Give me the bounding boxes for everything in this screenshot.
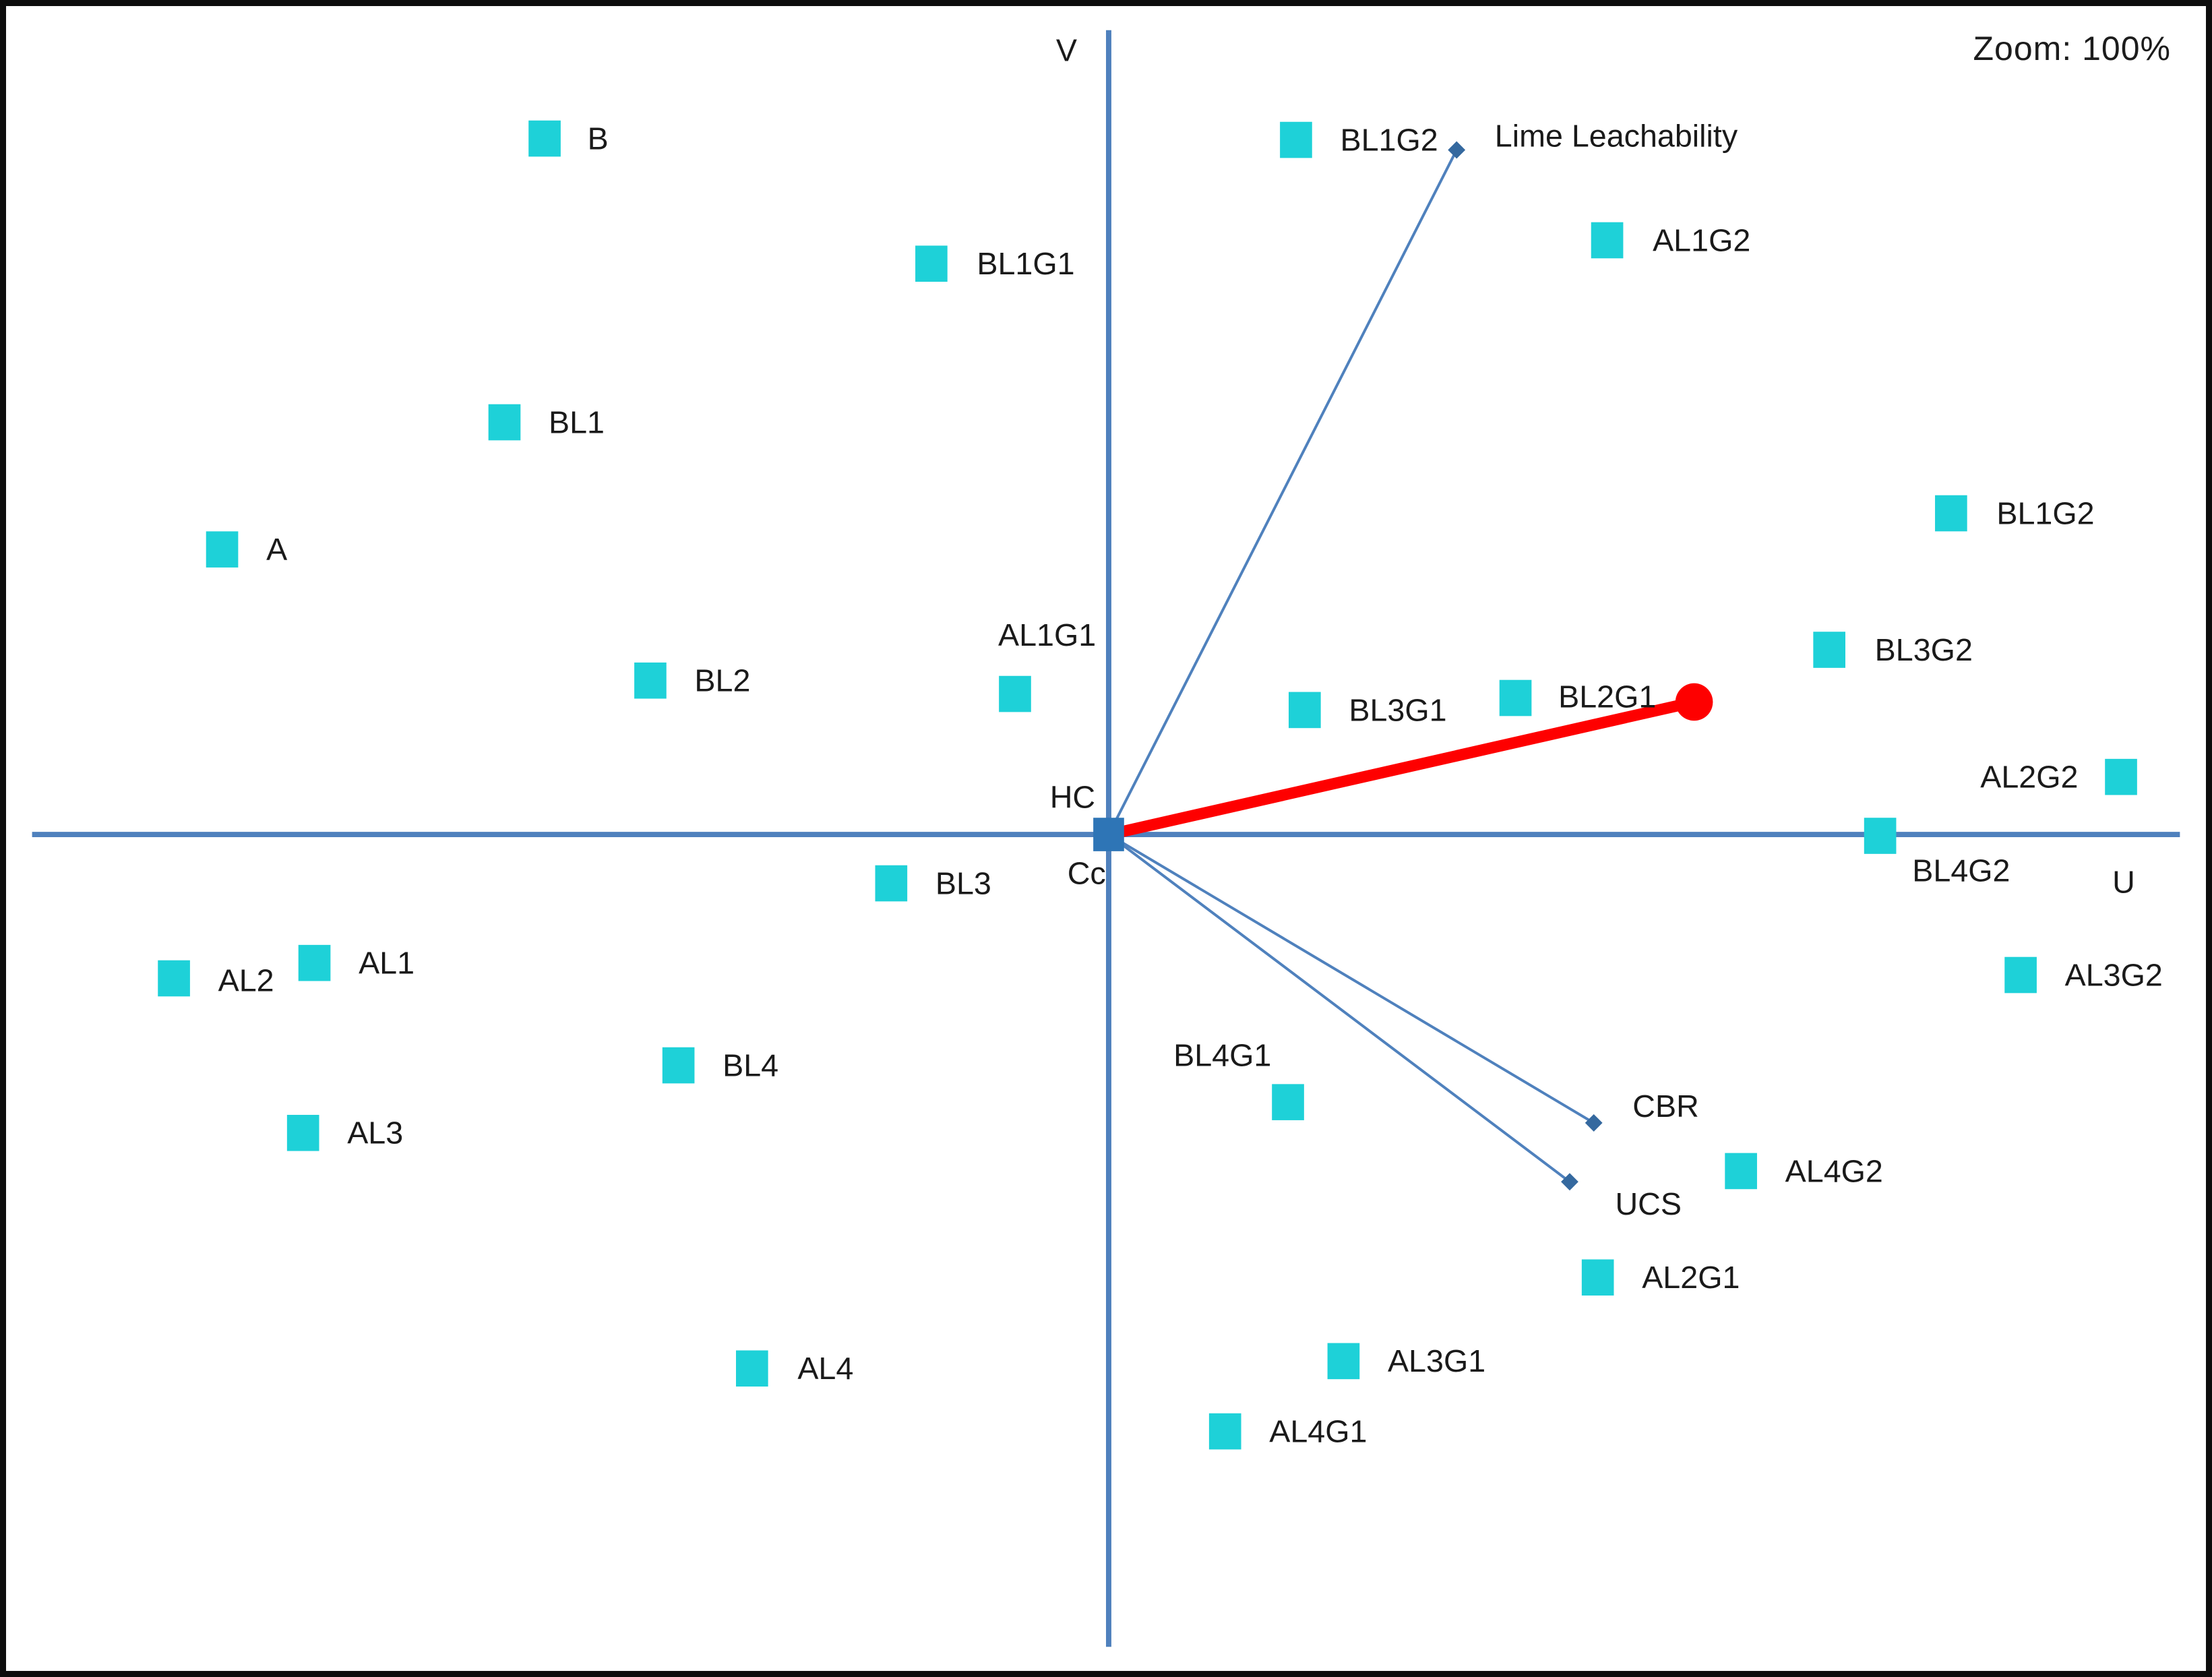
sample-label-AL4G1: AL4G1 [1269, 1413, 1367, 1449]
origin-label-below: Cc [1068, 856, 1106, 891]
sample-label-BL2: BL2 [694, 663, 750, 698]
sample-marker-AL2G2 [2105, 758, 2137, 795]
sample-label-AL3: AL3 [347, 1116, 403, 1151]
sample-marker-AL2 [158, 960, 190, 997]
sample-label-BL4: BL4 [723, 1047, 778, 1083]
sample-label-BL1G1: BL1G1 [977, 246, 1074, 281]
sample-marker-AL4G2 [1725, 1153, 1757, 1190]
sample-marker-BL1G2 [1280, 121, 1312, 158]
sample-marker-AL3 [286, 1115, 319, 1151]
sample-marker-BL4 [662, 1047, 695, 1084]
y-axis-label: V [1056, 32, 1077, 67]
sample-marker-AL4 [736, 1350, 768, 1387]
sample-marker-AL4G1 [1208, 1413, 1241, 1450]
sample-label-B: B [588, 121, 609, 156]
sample-marker-AL1G2 [1591, 222, 1624, 259]
loading-vector-tip-marker [1448, 141, 1466, 159]
sample-label-BL4G2: BL4G2 [1912, 853, 2010, 888]
loading-vector-line [1107, 833, 1571, 1183]
sample-label-AL2: AL2 [218, 963, 274, 998]
sample-marker-BL3G2 [1813, 632, 1846, 668]
loading-vector-line [1107, 149, 1458, 835]
sample-label-A: A [266, 532, 288, 567]
loading-vector-tip-marker [1585, 1114, 1603, 1132]
sample-marker-BL2G1 [1499, 679, 1532, 716]
x-axis-label: U [2112, 864, 2135, 899]
sample-label-BL3G2: BL3G2 [1875, 632, 1973, 667]
zoom-status-label: Zoom: 100% [1973, 30, 2171, 67]
sample-marker-AL3G1 [1327, 1343, 1360, 1380]
loading-vector-label: CBR [1632, 1089, 1698, 1124]
sample-label-AL4G2: AL4G2 [1785, 1153, 1883, 1188]
sample-marker-A [206, 531, 239, 568]
sample-marker-BL1G2 [1935, 495, 1967, 532]
origin-marker [1093, 818, 1124, 851]
sample-marker-BL1G1 [915, 245, 948, 282]
sample-label-BL1: BL1 [549, 404, 605, 439]
sample-label-AL2G1: AL2G1 [1642, 1260, 1740, 1295]
trend-vector-end-dot [1675, 683, 1713, 721]
sample-marker-BL4G2 [1864, 818, 1897, 854]
origin-label-above: HC [1050, 779, 1095, 814]
sample-label-AL3G2: AL3G2 [2065, 957, 2163, 992]
trend-vector-line [1114, 696, 1696, 839]
loading-vector-label: Lime Leachability [1495, 118, 1738, 153]
sample-marker-AL1G1 [999, 675, 1031, 712]
sample-label-AL1: AL1 [359, 946, 414, 981]
sample-marker-BL1 [488, 404, 521, 441]
loading-vector-line [1107, 833, 1595, 1124]
sample-marker-AL3G2 [2004, 956, 2037, 994]
sample-label-AL2G2: AL2G2 [1980, 760, 2078, 795]
sample-marker-B [528, 120, 561, 157]
sample-marker-BL3 [875, 865, 908, 902]
sample-label-BL1G2: BL1G2 [1996, 495, 2094, 530]
sample-label-BL3G1: BL3G1 [1349, 692, 1446, 727]
sample-label-BL2G1: BL2G1 [1558, 679, 1656, 714]
sample-marker-BL3G1 [1289, 692, 1321, 729]
sample-label-AL1G1: AL1G1 [998, 617, 1096, 652]
sample-label-AL1G2: AL1G2 [1653, 222, 1750, 257]
sample-marker-AL1 [298, 944, 331, 981]
sample-label-AL4: AL4 [797, 1351, 853, 1386]
sample-marker-BL4G1 [1272, 1084, 1304, 1120]
sample-marker-BL2 [634, 662, 667, 699]
loading-vector-label: UCS [1615, 1186, 1681, 1221]
sample-marker-AL2G1 [1581, 1259, 1614, 1296]
sample-label-BL3: BL3 [935, 865, 991, 901]
sample-label-AL3G1: AL3G1 [1388, 1343, 1485, 1378]
sample-label-BL4G1: BL4G1 [1173, 1038, 1271, 1073]
sample-label-BL1G2: BL1G2 [1340, 122, 1438, 157]
